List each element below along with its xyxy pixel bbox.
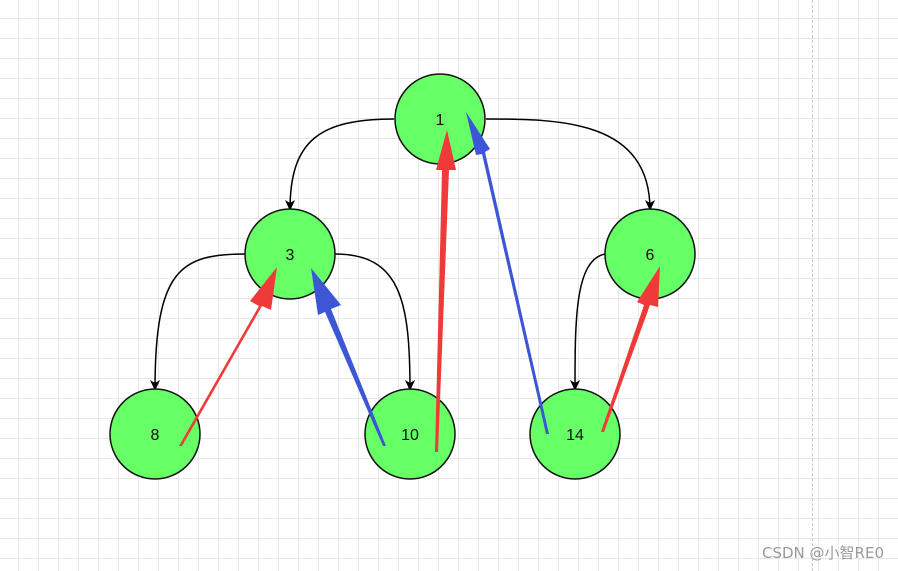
red-arrow-10-to-1[interactable]: [435, 130, 456, 452]
red-arrow-14-to-6[interactable]: [601, 266, 660, 432]
page-boundary-line: [812, 0, 813, 571]
edge-3-to-10[interactable]: [334, 253, 415, 391]
node-14[interactable]: 14: [529, 388, 621, 480]
node-1-label: 1: [436, 112, 445, 129]
edge-3-to-8[interactable]: [150, 253, 246, 391]
node-8[interactable]: 8: [109, 388, 201, 480]
node-10[interactable]: 10: [364, 388, 456, 480]
tree-edges: [150, 118, 655, 391]
node-1[interactable]: 1: [394, 73, 486, 165]
edge-1-to-3[interactable]: [285, 118, 395, 211]
node-8-label: 8: [151, 427, 160, 444]
blue-arrow-10-to-3[interactable]: [311, 268, 386, 446]
node-10-label: 10: [401, 427, 419, 444]
edge-6-to-14[interactable]: [570, 253, 606, 391]
edge-1-to-6[interactable]: [485, 118, 655, 211]
node-3-label: 3: [286, 247, 295, 264]
watermark-text: CSDN @小智RE0: [762, 544, 884, 562]
red-arrow-8-to-3[interactable]: [179, 267, 277, 446]
node-14-label: 14: [566, 427, 584, 444]
node-6-label: 6: [646, 247, 655, 264]
blue-arrow-14-to-1[interactable]: [466, 112, 549, 434]
overlay-arrows: [179, 112, 660, 452]
